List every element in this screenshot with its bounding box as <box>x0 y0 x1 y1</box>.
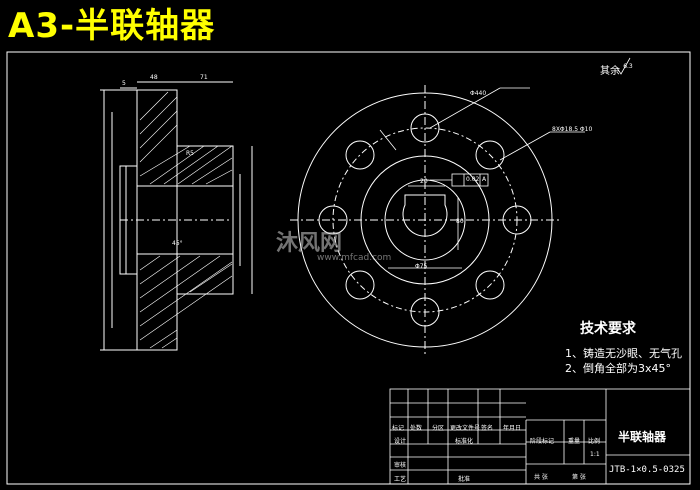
roughness-symbol <box>616 57 631 75</box>
tb-label-process: 工艺 <box>394 476 407 483</box>
roughness-note-label: 其余 <box>600 66 620 77</box>
dim-key-h: 80 <box>456 218 464 225</box>
tech-requirement-1: 1、铸造无沙眼、无气孔 <box>565 347 682 360</box>
tb-label-design: 设计 <box>394 438 407 445</box>
tb-label-sheet-no: 第 张 <box>572 474 586 481</box>
tb-label-zone: 分区 <box>432 425 445 432</box>
hatch-upper <box>139 91 233 185</box>
bolt-holes <box>318 113 532 327</box>
tb-label-standardize: 标准化 <box>455 438 474 445</box>
roughness-value: 6.3 <box>623 63 633 70</box>
dim-datum: A <box>482 176 487 183</box>
tb-label-sheets-total: 共 张 <box>534 474 548 481</box>
title-block-part-name: 半联轴器 <box>618 430 667 444</box>
section-view <box>100 81 253 351</box>
tb-label-review: 审核 <box>394 462 407 469</box>
watermark-text: 沐风网 <box>276 231 343 256</box>
dim-71: 71 <box>200 74 208 81</box>
dim-angle: 45° <box>172 240 183 247</box>
roughness-note: 其余 6.3 <box>600 62 633 77</box>
dim-flatness: 0.02 <box>466 176 480 183</box>
dim-5: 5 <box>122 80 126 87</box>
tb-label-change-doc: 更改文件号 <box>450 425 481 432</box>
title-block <box>389 388 691 485</box>
dim-hole: 8XΦ18.5 Φ10 <box>552 126 593 133</box>
tech-requirement-2: 2、倒角全部为3x45° <box>565 362 672 375</box>
dim-keyway: 20 <box>420 178 428 185</box>
dim-bore: Φ75 <box>415 263 428 270</box>
tb-label-count: 处数 <box>410 425 423 432</box>
drawing-title: A3-半联轴器 <box>8 6 216 46</box>
tb-label-date: 年月日 <box>503 425 522 432</box>
tb-label-weight: 重量 <box>568 438 581 445</box>
drawing-border <box>6 51 691 485</box>
front-leaders <box>379 87 585 269</box>
watermark-url: www.mfcad.com <box>317 253 392 263</box>
dim-48: 48 <box>150 74 158 81</box>
tb-scale: 1:1 <box>590 451 600 458</box>
tb-label-stage-mark: 阶段标记 <box>530 438 555 445</box>
dim-pcd: Φ440 <box>470 90 487 97</box>
tb-label-approve: 批准 <box>458 476 471 483</box>
dim-chamfer: R5 <box>186 150 194 157</box>
tb-label-signature: 签名 <box>481 425 494 432</box>
front-view <box>290 85 560 355</box>
tb-label-ratio: 比例 <box>588 438 601 445</box>
hatch-lower <box>139 255 233 349</box>
title-block-drawing-code: JTB-1×0.5-0325 <box>609 465 685 475</box>
tb-label-mark: 标记 <box>392 425 405 432</box>
tech-requirements-heading: 技术要求 <box>580 321 636 337</box>
